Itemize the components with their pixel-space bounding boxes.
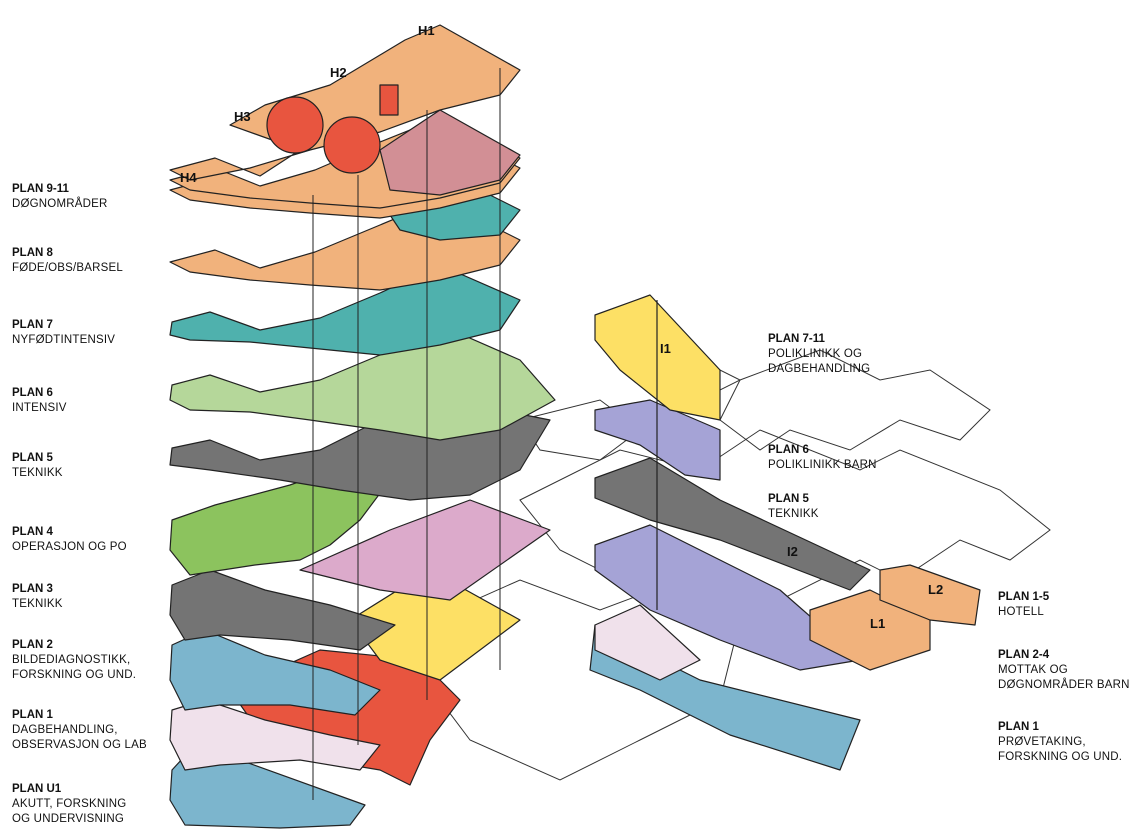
floor-2 [169,629,381,716]
tag-h2: H2 [330,65,347,80]
l-floors-upper [879,564,981,626]
tag-h3: H3 [234,109,251,124]
floor-3 [169,569,396,651]
floor-9-11a [169,24,521,181]
site-outline-c [719,349,991,451]
floor-6 [169,324,556,441]
roof-box [379,84,399,116]
floor-1 [169,699,381,771]
tag-l1: L1 [870,616,885,631]
helipad-1 [266,96,324,154]
l-floors-lower [809,589,931,671]
building-i [589,294,871,771]
tower-h [169,24,556,829]
floor-3-mauve [299,499,551,601]
tag-i2: I2 [787,544,798,559]
tag-i1: I1 [660,341,671,356]
i-floor-ground-pale [594,604,701,681]
i-floor-2-4 [594,524,861,671]
tag-h4: H4 [180,170,197,185]
tag-h1: H1 [418,23,435,38]
site-outline-d [519,399,641,461]
i-floor-5 [594,457,871,591]
vertical-cores [312,68,501,800]
building-l [809,564,981,671]
tag-l2: L2 [928,582,943,597]
helipad-2 [323,116,381,174]
